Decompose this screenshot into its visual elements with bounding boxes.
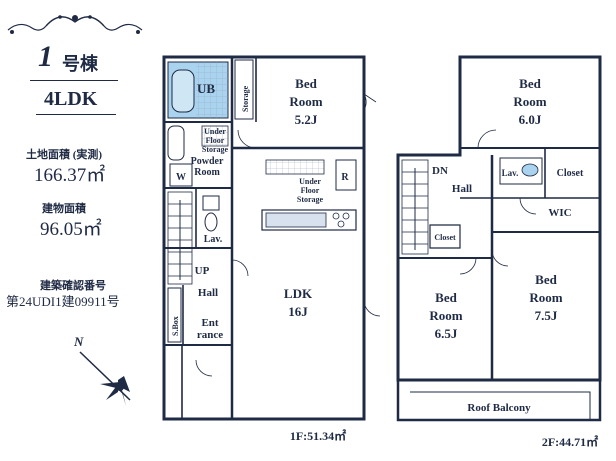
label-bed-b-title: Bed bbox=[435, 290, 457, 305]
floor1-plan bbox=[162, 55, 366, 421]
floor-plan: UB Storage Bed Room 5.2J Under Floor Sto… bbox=[162, 55, 602, 449]
label-bed-b-size: 6.5J bbox=[435, 326, 458, 341]
building-number: 1 bbox=[38, 40, 53, 73]
label-bed-a-title: Bed bbox=[519, 76, 541, 91]
label-bed-1f-title: Bed bbox=[295, 76, 317, 91]
label-lav-2f: Lav. bbox=[502, 168, 519, 178]
label-bed-c-size: 7.5J bbox=[535, 308, 558, 323]
title-underline bbox=[30, 80, 118, 81]
compass-icon: N bbox=[73, 334, 136, 406]
label-hall-2f: Hall bbox=[452, 183, 472, 195]
label-powder-1: Powder bbox=[191, 156, 224, 167]
label-roof-balcony: Roof Balcony bbox=[467, 402, 531, 414]
label-bed-1f-size: 5.2J bbox=[295, 112, 318, 127]
permit-value: 第24UDI1建09911号 bbox=[6, 294, 120, 309]
label-w: W bbox=[176, 172, 186, 183]
info-panel: 1 号棟 4LDK 土地面積 (実測) 166.37㎡ 建物面積 96.05㎡ … bbox=[0, 0, 150, 461]
label-bed-c-room: Room bbox=[529, 290, 562, 305]
doors-1f bbox=[195, 93, 381, 377]
label-ub: UB bbox=[197, 81, 215, 96]
stairs-2f bbox=[401, 159, 429, 255]
label-r: R bbox=[341, 172, 349, 183]
label-under-floor-2-2: Floor bbox=[301, 186, 320, 195]
label-hall-1f: Hall bbox=[198, 287, 218, 299]
stairs-1f bbox=[167, 191, 193, 285]
label-under-floor-2-1: Under bbox=[299, 177, 321, 186]
svg-text:N: N bbox=[73, 334, 84, 349]
label-under-floor-1-3: Storage bbox=[202, 145, 229, 154]
unit-bath bbox=[167, 61, 229, 119]
label-bed-c-title: Bed bbox=[535, 272, 557, 287]
doors-2f bbox=[459, 129, 537, 275]
label-bed-b-room: Room bbox=[429, 308, 462, 323]
label-closet-top: Closet bbox=[557, 168, 584, 179]
label-under-floor-1-2: Floor bbox=[206, 136, 225, 145]
building-suffix: 号棟 bbox=[62, 54, 98, 74]
label-sbox: S.Box bbox=[171, 316, 180, 336]
floor-area-label: 建物面積 bbox=[42, 203, 86, 215]
floor-area-value: 96.05㎡ bbox=[40, 219, 102, 240]
floor2-plan bbox=[396, 55, 602, 422]
layout-type: 4LDK bbox=[44, 88, 98, 110]
kitchen bbox=[261, 159, 357, 231]
label-bed-1f-room: Room bbox=[289, 94, 322, 109]
label-bed-a-size: 6.0J bbox=[519, 112, 542, 127]
layout-underline bbox=[36, 114, 116, 115]
label-lav-1f: Lav. bbox=[204, 234, 223, 245]
toilet-2f bbox=[499, 157, 543, 185]
label-ldk-size: 16J bbox=[288, 304, 308, 319]
label-entrance-1: Ent bbox=[201, 317, 218, 329]
label-ldk: LDK bbox=[284, 286, 313, 301]
label-under-floor-1-1: Under bbox=[204, 127, 226, 136]
ornament-header bbox=[7, 15, 143, 34]
label-dn: DN bbox=[432, 165, 448, 177]
label-up: UP bbox=[195, 265, 210, 277]
label-entrance-2: rance bbox=[197, 329, 223, 341]
land-area-value: 166.37㎡ bbox=[34, 165, 106, 186]
floor1-area: 1F:51.34㎡ bbox=[290, 428, 346, 443]
land-area-label: 土地面積 (実測) bbox=[26, 149, 103, 161]
label-powder-2: Room bbox=[194, 167, 220, 178]
toilet-1f bbox=[202, 195, 220, 232]
powder-room bbox=[167, 125, 229, 187]
label-storage-1f: Storage bbox=[241, 85, 250, 112]
label-closet-small: Closet bbox=[434, 233, 456, 242]
label-wic: WIC bbox=[548, 207, 571, 219]
permit-label: 建築確認番号 bbox=[40, 280, 106, 292]
floor2-area: 2F:44.71㎡ bbox=[542, 434, 598, 449]
label-bed-a-room: Room bbox=[513, 94, 546, 109]
label-under-floor-2-3: Storage bbox=[297, 195, 324, 204]
